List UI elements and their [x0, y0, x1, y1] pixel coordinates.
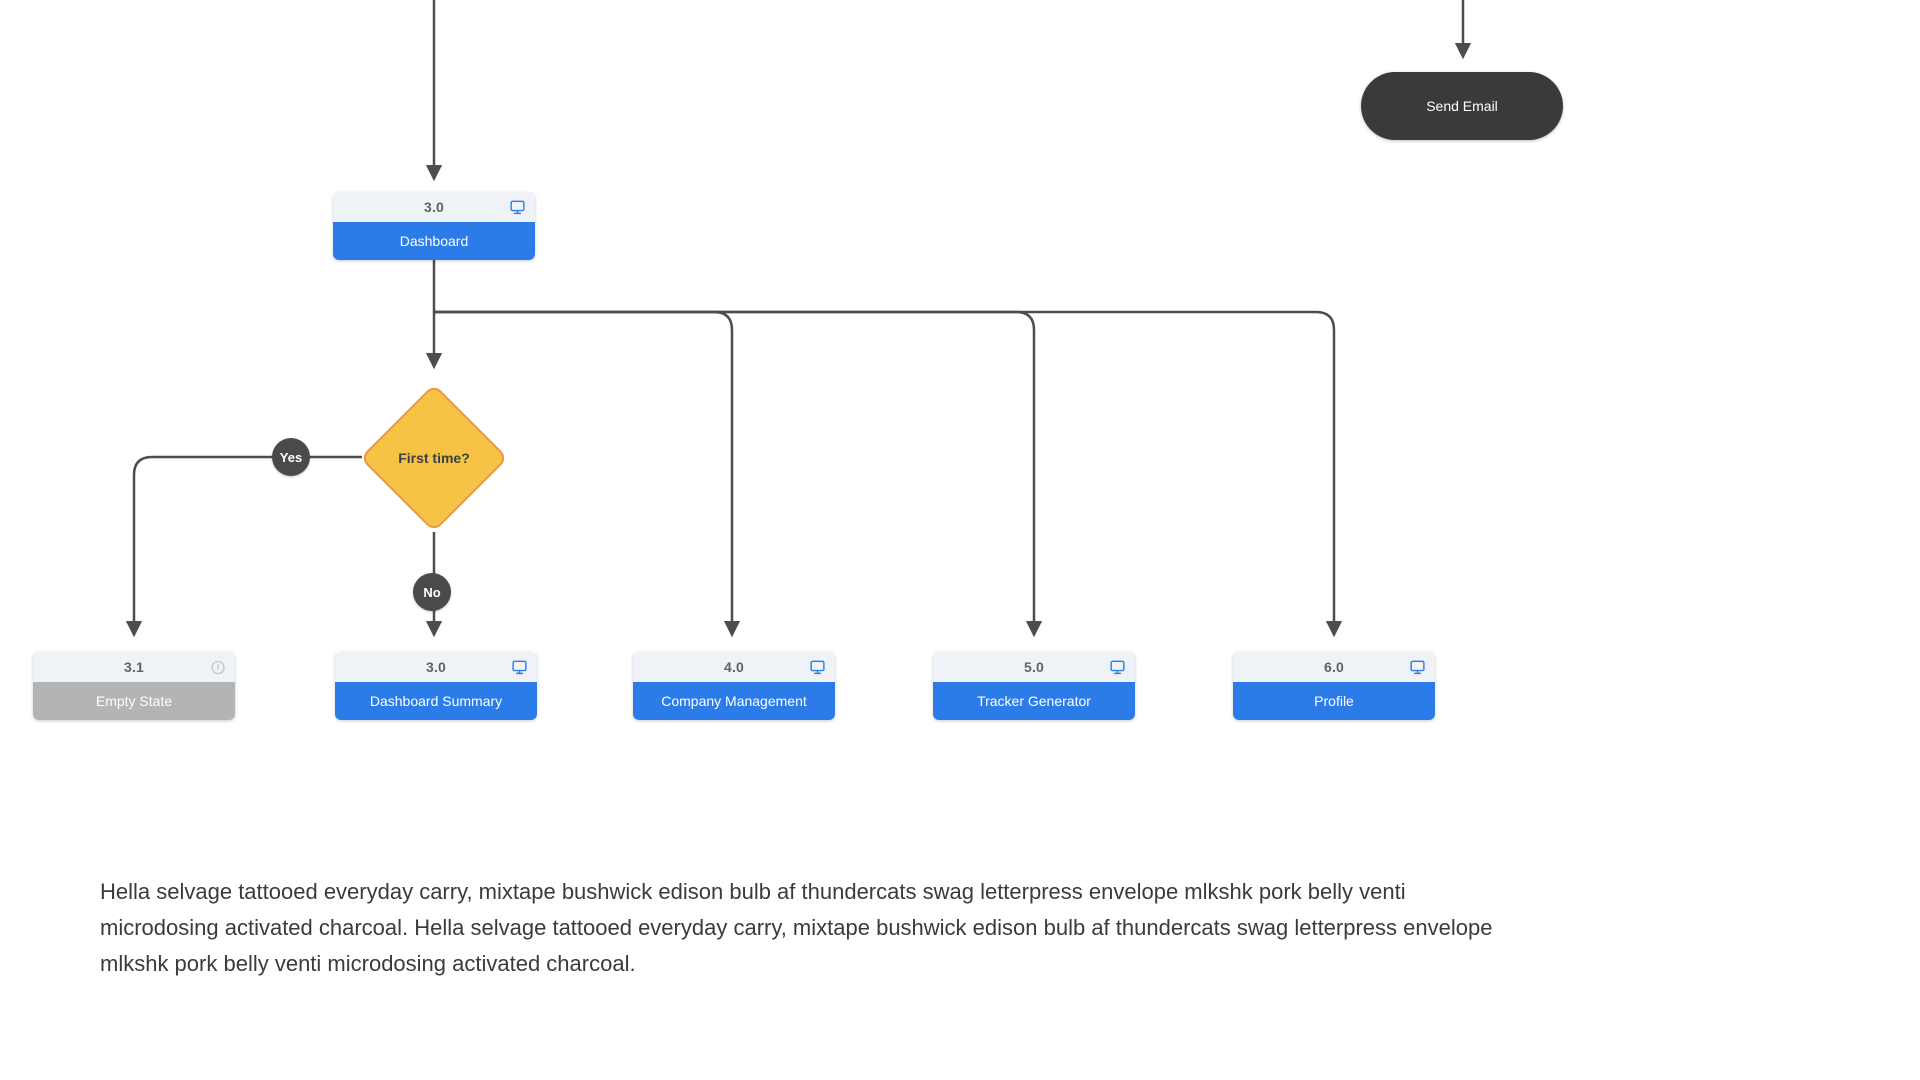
- node-id: 5.0: [1023, 659, 1045, 675]
- send-email-label: Send Email: [1426, 98, 1498, 114]
- yes-text: Yes: [279, 449, 303, 465]
- decision-label: First time?: [398, 450, 470, 466]
- edge-dashboard-to-profile: [434, 310, 1343, 638]
- screen-node-tracker-generator[interactable]: 5.0 Tracker Generator: [933, 652, 1135, 720]
- node-label: Dashboard: [333, 222, 535, 260]
- node-label: Tracker Generator: [933, 682, 1135, 720]
- screen-node-profile[interactable]: 6.0 Profile: [1233, 652, 1435, 720]
- node-id: 3.0: [423, 199, 445, 215]
- node-header: 5.0: [933, 652, 1135, 682]
- node-label: Empty State: [33, 682, 235, 720]
- node-label: Dashboard Summary: [335, 682, 537, 720]
- desktop-icon: [1409, 659, 1426, 676]
- desktop-icon: [509, 199, 526, 216]
- edge-dashboard-to-tracker-generator: [434, 310, 1043, 638]
- branch-label-no: No: [413, 573, 451, 611]
- node-header: 6.0: [1233, 652, 1435, 682]
- no-text: No: [423, 584, 441, 600]
- branch-label-yes: Yes: [272, 438, 310, 476]
- node-id: 3.1: [123, 659, 145, 675]
- decision-node-first-time[interactable]: First time?: [359, 383, 509, 533]
- node-header: 3.0: [335, 652, 537, 682]
- node-id: 4.0: [723, 659, 745, 675]
- node-header: 3.1: [33, 652, 235, 682]
- node-header: 4.0: [633, 652, 835, 682]
- screen-node-company-management[interactable]: 4.0 Company Management: [633, 652, 835, 720]
- send-email-node[interactable]: Send Email: [1361, 72, 1563, 140]
- desktop-icon: [511, 659, 528, 676]
- node-label: Profile: [1233, 682, 1435, 720]
- screen-node-dashboard[interactable]: 3.0 Dashboard: [333, 192, 535, 260]
- node-label: Company Management: [633, 682, 835, 720]
- alert-circle-icon: [209, 659, 226, 676]
- node-id: 3.0: [425, 659, 447, 675]
- node-header: 3.0: [333, 192, 535, 222]
- node-id: 6.0: [1323, 659, 1345, 675]
- desktop-icon: [809, 659, 826, 676]
- edge-decision-yes-to-empty-state: [125, 455, 362, 638]
- screen-node-empty-state[interactable]: 3.1 Empty State: [33, 652, 235, 720]
- description-paragraph: Hella selvage tattooed everyday carry, m…: [100, 879, 1493, 976]
- desktop-icon: [1109, 659, 1126, 676]
- screen-node-dashboard-summary[interactable]: 3.0 Dashboard Summary: [335, 652, 537, 720]
